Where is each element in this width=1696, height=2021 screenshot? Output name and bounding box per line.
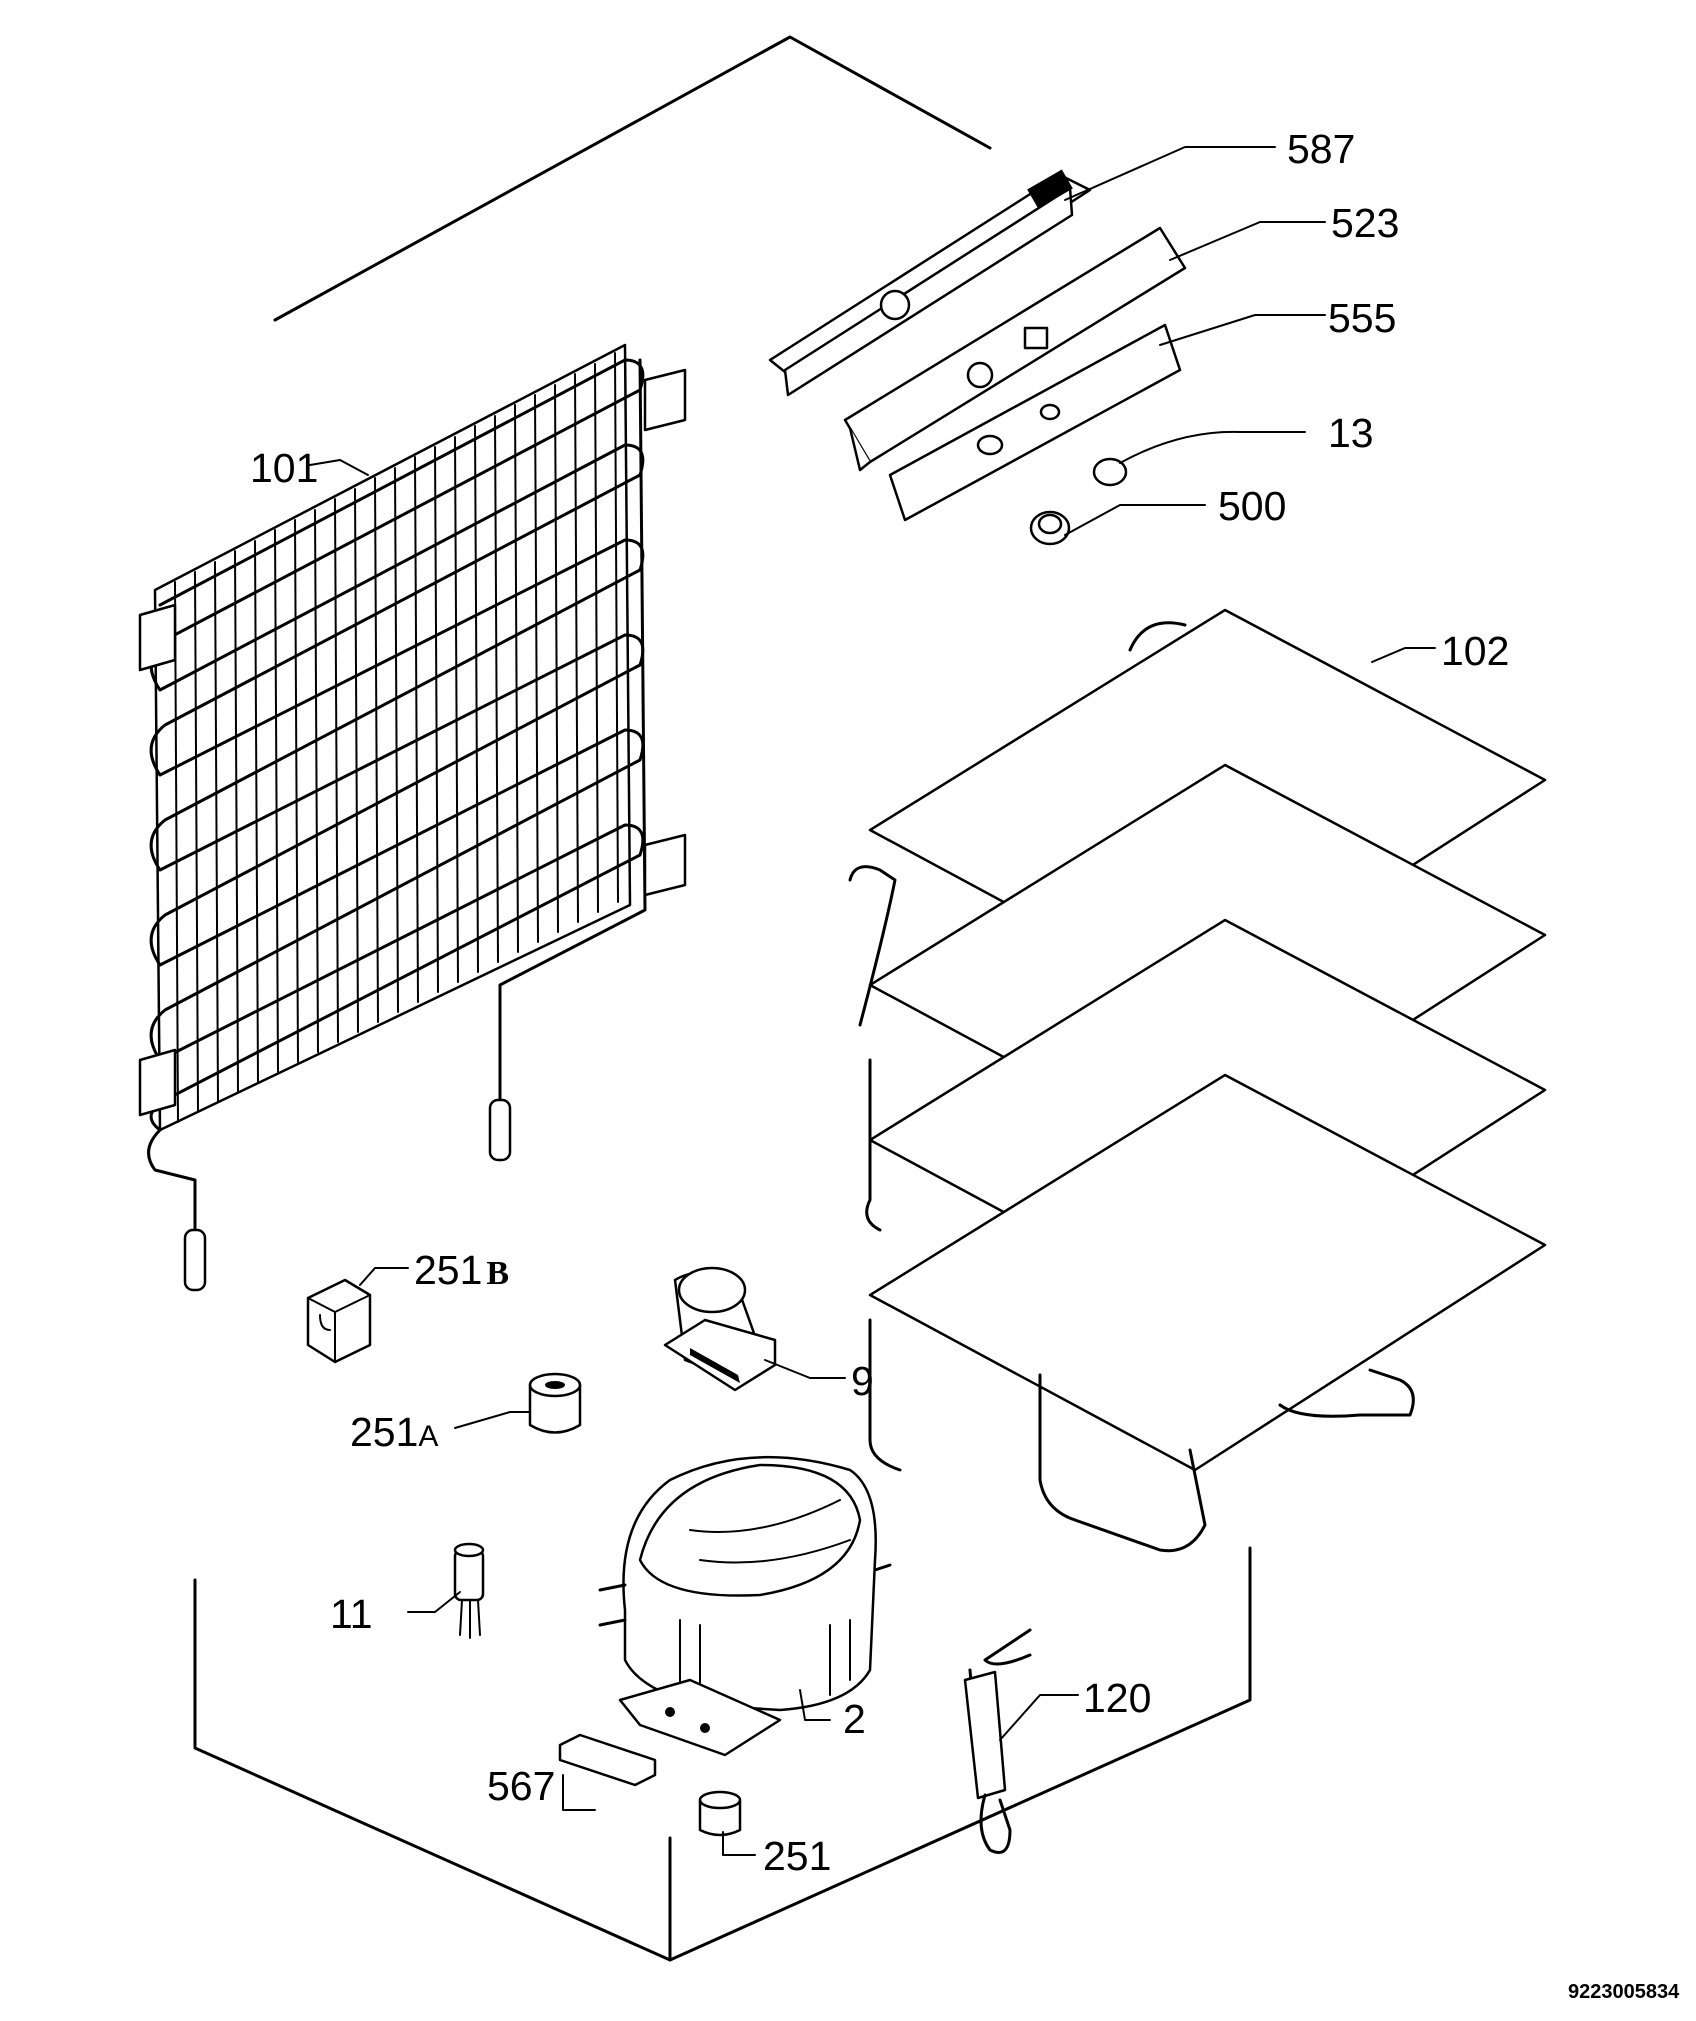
seal-block-251b	[306, 1278, 372, 1364]
label-102: 102	[1441, 628, 1509, 674]
label-120: 120	[1083, 1675, 1151, 1721]
label-2: 2	[843, 1696, 866, 1742]
grommet-251a	[528, 1372, 582, 1434]
label-251a: 251A	[350, 1409, 438, 1455]
label-11: 11	[330, 1591, 373, 1637]
thermostat-bracket	[768, 169, 1092, 397]
label-251: 251	[763, 1833, 831, 1879]
leader-lines	[309, 146, 1436, 1856]
thermostat-knob	[1029, 510, 1071, 546]
plate-567	[558, 1733, 657, 1787]
nut-251	[698, 1790, 742, 1837]
label-500: 500	[1218, 483, 1286, 529]
condenser-fins	[174, 352, 619, 1123]
control-panel-strip	[888, 323, 1182, 522]
compressor	[598, 1455, 892, 1757]
freezer-shelves	[848, 608, 1547, 1553]
dryer-filter-120	[963, 1628, 1032, 1854]
clamp-9	[663, 1266, 777, 1392]
label-567: 567	[487, 1763, 555, 1809]
document-id: 9223005834	[1568, 1981, 1680, 2003]
relay-11	[453, 1542, 485, 1639]
cabinet-outline	[193, 35, 1252, 1962]
label-13: 13	[1328, 410, 1374, 456]
label-523: 523	[1331, 200, 1399, 246]
label-587: 587	[1287, 126, 1355, 172]
label-101: 101	[250, 445, 318, 491]
control-housing	[843, 226, 1187, 472]
label-555: 555	[1328, 295, 1396, 341]
label-9: 9	[851, 1358, 874, 1404]
indicator-lamp	[1092, 457, 1128, 487]
condenser	[138, 343, 687, 1292]
